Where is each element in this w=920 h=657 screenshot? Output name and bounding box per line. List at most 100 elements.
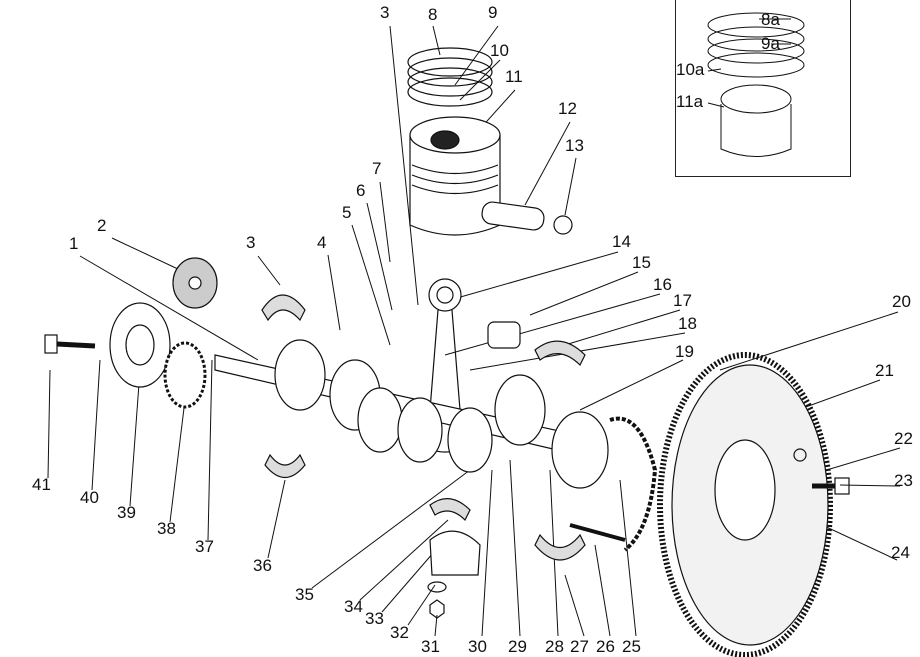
leader-line-40 [91,359,101,491]
label-21: 21 [875,361,894,380]
label-13: 13 [565,136,584,155]
piston [409,116,501,236]
leader-line-3b [389,25,419,306]
inset-artwork [707,12,805,157]
leader-line-25 [619,479,637,637]
bearing-shells [261,294,586,561]
label-7: 7 [372,159,382,178]
bolt [44,334,96,354]
piston-rings [407,47,493,107]
leader-line-7 [379,181,391,263]
label-26: 26 [596,637,615,656]
leader-line-13 [564,157,577,216]
leader-line-4 [327,254,341,331]
leader-line-27 [564,574,585,637]
label-33: 33 [365,609,384,628]
flywheel-bolt [812,477,850,495]
label-39: 39 [117,503,136,522]
label-6: 6 [356,181,366,200]
leader-line-14 [449,251,619,301]
leader-line-10 [459,59,501,101]
leader-line-26 [594,544,611,637]
label-2: 2 [97,216,107,235]
label-9a: 9a [761,34,780,53]
leader-line-37 [207,359,213,541]
leader-line-35 [311,469,471,589]
label-15: 15 [632,253,651,272]
leader-line-15 [529,271,639,316]
label-11: 11 [505,67,523,86]
label-27: 27 [570,637,589,656]
leader-line-32 [407,584,436,626]
leader-line-20 [719,311,899,371]
nut-and-washer [427,581,447,619]
inset-alternative-piston: 8a 9a 10a 11a [675,0,851,177]
label-22: 22 [894,429,913,448]
leader-line-39 [129,369,141,507]
label-37: 37 [195,537,214,556]
leader-line-38 [169,399,186,523]
label-4: 4 [317,233,327,252]
label-3b: 3 [380,3,390,22]
label-24: 24 [891,543,910,562]
label-12: 12 [558,99,577,118]
label-9: 9 [488,3,498,22]
piston-pin [481,201,545,231]
leader-line-5 [351,224,391,346]
oil-thrower-disc [172,257,218,309]
label-25: 25 [622,637,641,656]
leader-line-19 [579,359,684,411]
timing-gear [163,341,207,409]
leader-line-6 [366,202,393,311]
leader-line-30 [481,469,493,637]
label-36: 36 [253,556,272,575]
label-5: 5 [342,203,352,222]
label-3a: 3 [246,233,256,252]
label-11a: 11a [676,92,704,111]
label-14: 14 [612,232,631,251]
leader-line-3a [257,255,281,286]
label-20: 20 [892,292,911,311]
leader-line-31 [434,614,438,637]
label-1: 1 [69,234,79,253]
label-8a: 8a [761,10,780,29]
circlip [553,215,573,235]
thrust-washer [609,416,658,552]
leader-line-34 [359,519,449,601]
label-40: 40 [80,488,99,507]
label-35: 35 [295,585,314,604]
label-10a: 10a [676,60,705,79]
leader-line-1 [79,255,259,361]
leader-line-17 [564,309,681,346]
leader-line-12 [524,121,571,206]
dowel-bolt [569,523,626,542]
label-8: 8 [428,5,438,24]
label-10: 10 [490,41,509,60]
label-19: 19 [675,342,694,361]
pulley [109,302,171,388]
label-30: 30 [468,637,487,656]
label-41: 41 [32,475,51,494]
leader-line-29 [509,459,521,637]
leader-line-36 [267,479,286,559]
label-23: 23 [894,471,913,490]
label-28: 28 [545,637,564,656]
leader-line-16 [444,293,661,356]
leader-line-8 [432,25,441,56]
label-18: 18 [678,314,697,333]
leader-line-23 [839,484,901,487]
label-31: 31 [421,637,440,656]
label-32: 32 [390,623,409,642]
flywheel [657,352,833,657]
label-17: 17 [673,291,692,310]
label-16: 16 [653,275,672,294]
label-29: 29 [508,637,527,656]
leader-line-41 [47,369,51,479]
main-bearing-cap [429,530,481,576]
label-34: 34 [344,597,363,616]
crankshaft [214,339,609,489]
leader-line-2 [111,237,181,271]
label-38: 38 [157,519,176,538]
